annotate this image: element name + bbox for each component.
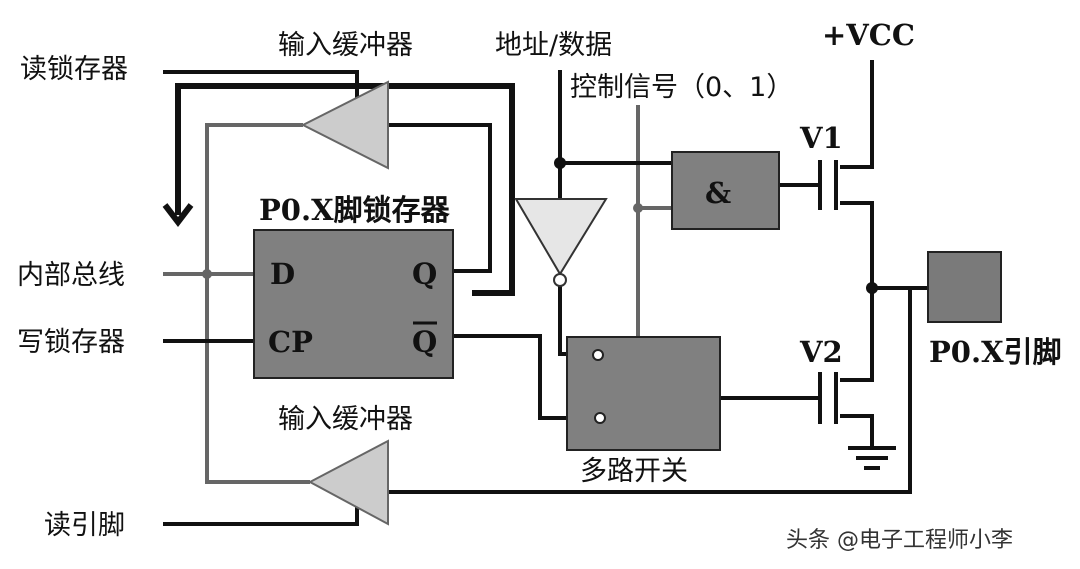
latch-pin-cp: CP [268, 325, 313, 359]
junction-dot [633, 203, 643, 213]
label-read-pin: 读引脚 [44, 510, 125, 541]
junction-dot [202, 269, 212, 279]
label-pin: P0.X引脚 [929, 335, 1062, 369]
input-buffer-bottom-shape [307, 439, 389, 526]
label-addr-data: 地址/数据 [495, 30, 612, 61]
label-v1: V1 [799, 121, 843, 155]
inverter-bubble [553, 273, 567, 287]
latch-block [253, 229, 454, 379]
inverter-shape [514, 198, 608, 276]
label-read-latch: 读锁存器 [20, 54, 128, 85]
label-write-latch: 写锁存器 [17, 327, 125, 358]
label-input-buffer-bottom: 输入缓冲器 [278, 404, 413, 435]
input-buffer-top-shape [300, 80, 389, 170]
and-gate-symbol: & [705, 176, 731, 210]
watermark: 头条 @电子工程师小李 [786, 528, 1013, 553]
label-vcc: +VCC [822, 18, 915, 52]
latch-pin-qbar: Q [412, 325, 437, 359]
label-mux: 多路开关 [580, 456, 688, 487]
mux-input-lower [594, 412, 606, 424]
mux-input-upper [592, 349, 604, 361]
junction-dot [866, 282, 878, 294]
label-internal-bus: 内部总线 [17, 260, 125, 291]
v2-transistor [818, 372, 838, 424]
mux-block [566, 336, 721, 451]
label-input-buffer-top: 输入缓冲器 [278, 30, 413, 61]
label-v2: V2 [799, 335, 843, 369]
v1-transistor [818, 160, 838, 210]
latch-pin-q: Q [412, 257, 437, 291]
gray-wires [163, 105, 672, 484]
and-gate-block [671, 151, 780, 230]
junction-dot [554, 157, 566, 169]
label-latch-title: P0.X脚锁存器 [259, 193, 451, 227]
label-control-signal: 控制信号（0、1） [570, 72, 793, 103]
output-pin-block [927, 251, 1002, 323]
bus-arrow-icon [162, 203, 194, 227]
junction-dots [202, 157, 878, 294]
latch-pin-d: D [270, 257, 295, 291]
ground-icon [848, 446, 896, 470]
